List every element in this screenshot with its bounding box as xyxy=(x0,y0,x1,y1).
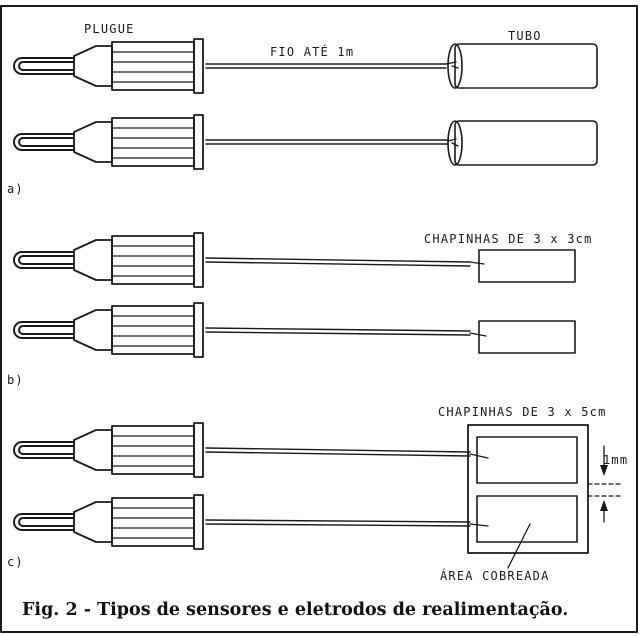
tube-a1 xyxy=(445,43,598,89)
plug-pin-loop xyxy=(13,513,75,531)
plug-flange xyxy=(193,232,204,288)
plate-b1 xyxy=(478,249,576,283)
tube-a2 xyxy=(447,120,598,166)
copper-board xyxy=(467,424,589,569)
plug-pin-loop xyxy=(13,321,75,339)
tube-label: TUBO xyxy=(508,29,542,43)
plug-neck xyxy=(73,309,113,351)
section-c-marker: c) xyxy=(7,555,24,569)
figure-caption: Fig. 2 - Tipos de sensores e eletrodos d… xyxy=(22,600,568,620)
plug-body xyxy=(111,235,195,285)
plug-neck xyxy=(73,45,113,87)
plug-pin-loop xyxy=(13,57,75,75)
plug-neck xyxy=(73,501,113,543)
gap-dimension: 1mm xyxy=(587,445,628,523)
gap-label: 1mm xyxy=(603,453,628,467)
plug-neck xyxy=(73,239,113,281)
plug-pin-loop xyxy=(13,441,75,459)
plug-flange xyxy=(193,494,204,550)
wire-b1 xyxy=(205,257,471,263)
plug-c1 xyxy=(13,422,204,478)
plate-3x3-label: CHAPINHAS DE 3 x 3cm xyxy=(424,232,593,246)
figure-frame xyxy=(0,5,638,633)
section-b-marker: b) xyxy=(7,373,24,387)
plug-label: PLUGUE xyxy=(84,22,135,36)
plug-a1 xyxy=(13,38,204,94)
plug-body xyxy=(111,497,195,547)
plug-b2 xyxy=(13,302,204,358)
plug-flange xyxy=(193,422,204,478)
copper-area-top xyxy=(476,436,578,484)
plug-flange xyxy=(193,114,204,170)
plug-pin-loop xyxy=(13,251,75,269)
copper-area-bottom xyxy=(476,495,578,543)
section-b: CHAPINHAS DE 3 x 3cm b) xyxy=(7,232,593,387)
wire-b2 xyxy=(205,327,471,332)
plate-3x5-label: CHAPINHAS DE 3 x 5cm xyxy=(438,405,607,419)
plug-flange xyxy=(193,38,204,94)
section-c: CHAPINHAS DE 3 x 5cm 1mm ÁREA COBREADA c… xyxy=(7,405,628,583)
wire-c1 xyxy=(205,447,471,453)
plug-a2 xyxy=(13,114,204,170)
plug-body xyxy=(111,117,195,167)
wire-length-label: FIO ATÉ 1m xyxy=(270,44,354,59)
wire-c2 xyxy=(205,519,471,523)
section-a: PLUGUE FIO ATÉ 1m TUBO a) xyxy=(7,22,598,196)
plug-body xyxy=(111,425,195,475)
plug-c2 xyxy=(13,494,204,550)
plug-body xyxy=(111,305,195,355)
plug-b1 xyxy=(13,232,204,288)
copper-area-label: ÁREA COBREADA xyxy=(440,568,550,583)
plug-neck xyxy=(73,121,113,163)
section-a-marker: a) xyxy=(7,182,24,196)
plug-flange xyxy=(193,302,204,358)
plug-body xyxy=(111,41,195,91)
plug-neck xyxy=(73,429,113,471)
plate-b2 xyxy=(478,320,576,354)
plug-pin-loop xyxy=(13,133,75,151)
